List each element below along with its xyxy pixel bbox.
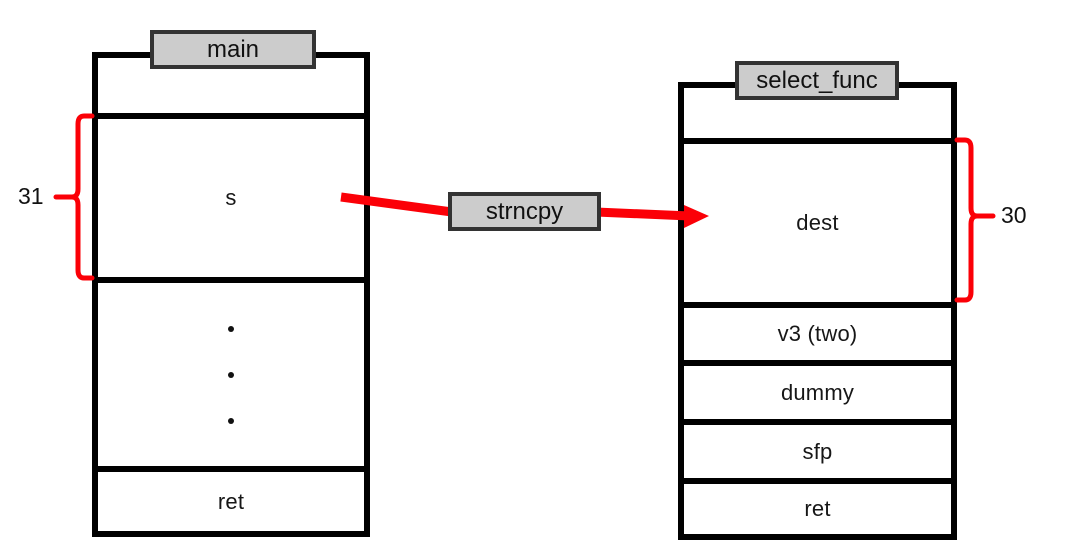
function-tag-label: select_func	[756, 66, 878, 94]
stack-cell-v3: v3 (two)	[684, 302, 951, 360]
stack-cell-label: dest	[796, 210, 839, 235]
stack-frame-main: s ret	[92, 52, 370, 537]
stack-cell-label: ret	[804, 496, 831, 521]
ellipsis-dot-icon	[228, 417, 234, 424]
stack-cell-sfp: sfp	[684, 419, 951, 478]
function-tag-label: main	[206, 35, 260, 63]
stack-cell-label: s	[225, 185, 237, 210]
stack-cell-dest: dest	[684, 138, 951, 302]
copy-arrow-right-segment	[595, 207, 691, 221]
operation-tag-strncpy: strncpy	[448, 192, 601, 231]
operation-tag-label: strncpy	[485, 197, 564, 225]
ellipsis-dot-icon	[228, 371, 234, 378]
stack-cell-label: ret	[217, 488, 245, 514]
stack-cell-ret-left: ret	[98, 466, 364, 531]
stack-cell-dummy: dummy	[684, 360, 951, 419]
stack-cell-label: sfp	[802, 438, 833, 464]
brace-label-30: 30	[1001, 202, 1027, 228]
ellipsis-dot-icon	[228, 325, 234, 332]
stack-cell-ret-right: ret	[684, 478, 951, 534]
stack-frame-select-func: dest v3 (two) dummy sfp ret	[678, 82, 957, 540]
function-tag-main: main	[150, 30, 316, 69]
brace-right-30	[954, 137, 980, 303]
stack-cell-ellipsis	[98, 277, 364, 466]
brace-left-31	[69, 113, 95, 281]
function-tag-select-func: select_func	[735, 61, 899, 100]
stack-cell-s: s	[98, 113, 364, 277]
brace-label-31: 31	[18, 183, 44, 209]
stack-cell-label: dummy	[780, 379, 855, 405]
stack-cell-label: v3 (two)	[777, 321, 858, 346]
